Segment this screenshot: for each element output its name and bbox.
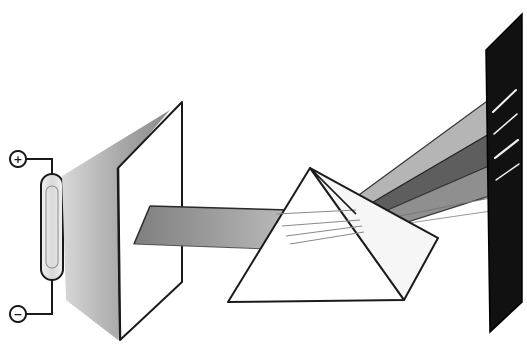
positive-terminal: + <box>10 151 26 167</box>
discharge-tube <box>41 174 63 280</box>
discharge-tube-circuit: + − <box>10 151 63 322</box>
detector-screen <box>486 14 522 332</box>
positive-lead-wire <box>26 159 52 176</box>
negative-lead-wire <box>26 278 52 314</box>
detector-screen-plate <box>486 14 522 332</box>
negative-terminal: − <box>10 306 26 322</box>
negative-terminal-label: − <box>13 308 22 321</box>
positive-terminal-label: + <box>13 153 22 166</box>
